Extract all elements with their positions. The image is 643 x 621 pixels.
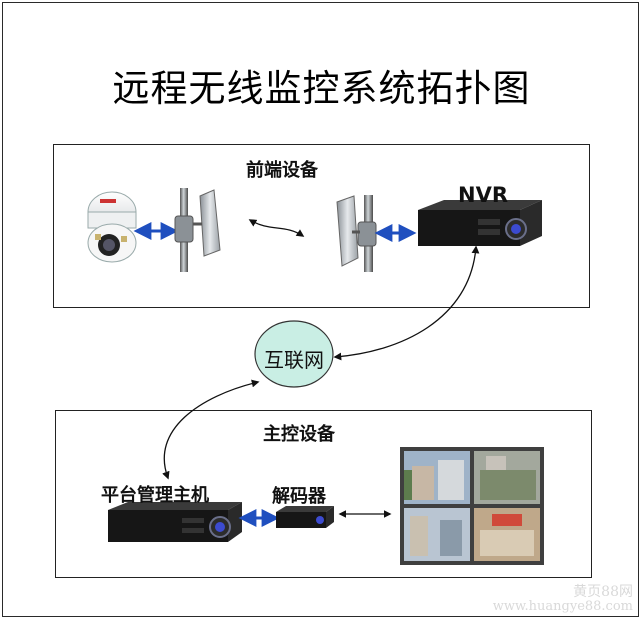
platform-host-label: 平台管理主机 xyxy=(101,485,209,506)
watermark-line1: 黄页88网 xyxy=(573,584,633,600)
nvr-device-icon xyxy=(418,200,542,246)
wireless-bridge-icon xyxy=(336,195,377,272)
watermark: 黄页88网 www.huangye88.com xyxy=(493,585,633,613)
ptz-camera-icon xyxy=(87,191,137,263)
nvr-internet-link xyxy=(333,245,480,361)
nvr-label: NVR xyxy=(458,183,508,207)
decoder-device-icon xyxy=(276,506,334,528)
internet-node xyxy=(254,320,334,388)
decoder-label: 解码器 xyxy=(272,486,326,507)
internet-label: 互联网 xyxy=(264,348,324,372)
wireless-link xyxy=(248,219,305,237)
diagram-title: 远程无线监控系统拓扑图 xyxy=(112,67,531,110)
video-wall-icon xyxy=(400,447,544,565)
internet-host-link xyxy=(162,379,260,480)
main-control-label: 主控设备 xyxy=(263,424,335,445)
wireless-bridge-icon xyxy=(174,188,221,272)
platform-host-icon xyxy=(108,502,242,542)
watermark-line2: www.huangye88.com xyxy=(492,598,633,614)
front-end-label: 前端设备 xyxy=(246,160,318,181)
